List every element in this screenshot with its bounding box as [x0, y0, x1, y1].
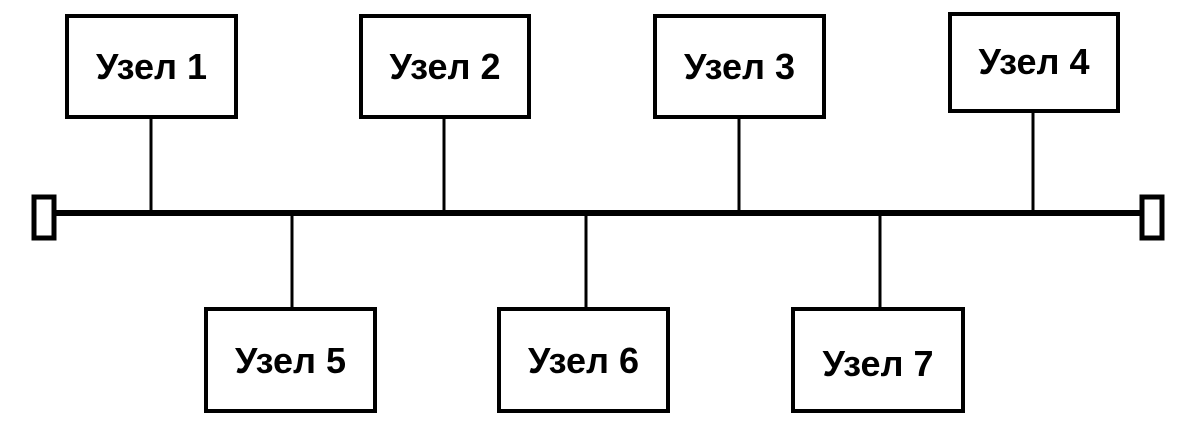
- node-1-box: [65, 14, 238, 119]
- node-5: Узел 5: [204, 307, 377, 413]
- node-2: Узел 2: [359, 14, 531, 119]
- node-6-label: Узел 6: [528, 340, 639, 381]
- terminator-right: [1139, 194, 1165, 241]
- node-4-label: Узел 4: [979, 41, 1090, 82]
- node-1: Узел 1: [65, 14, 238, 119]
- node-6: Узел 6: [497, 307, 670, 413]
- node-7-box: [791, 307, 965, 413]
- node-2-label: Узел 2: [390, 46, 501, 87]
- node-3-box: [653, 14, 826, 119]
- terminator-left: [31, 194, 57, 241]
- node-7-label: Узел 7: [823, 343, 934, 384]
- node-5-label: Узел 5: [235, 340, 346, 381]
- node-3-label: Узел 3: [684, 46, 795, 87]
- node-6-box: [497, 307, 670, 413]
- node-4-box: [948, 12, 1120, 113]
- node-5-box: [204, 307, 377, 413]
- node-7: Узел 7: [791, 307, 965, 413]
- node-2-box: [359, 14, 531, 119]
- node-3: Узел 3: [653, 14, 826, 119]
- node-4: Узел 4: [948, 12, 1120, 113]
- node-1-label: Узел 1: [96, 46, 207, 87]
